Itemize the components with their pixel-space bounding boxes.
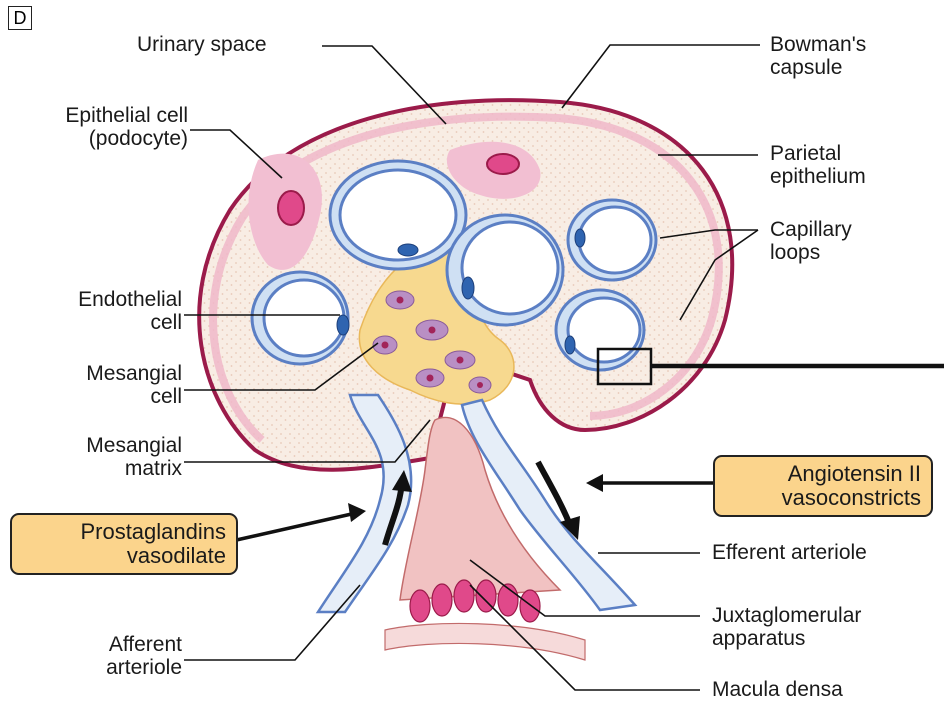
afferent-arteriole xyxy=(315,393,413,614)
leader-lines xyxy=(184,44,760,691)
label-mesangial-cell: Mesangial cell xyxy=(86,362,182,408)
efferent-arteriole xyxy=(460,398,638,612)
parietal-epithelium-layer xyxy=(209,112,723,443)
podocyte-nucleus-top xyxy=(486,153,520,175)
capillary-loops xyxy=(250,159,658,372)
label-efferent-arteriole: Efferent arteriole xyxy=(712,541,867,564)
juxtaglomerular-apparatus xyxy=(399,416,562,601)
podocyte-nucleus-left xyxy=(277,190,305,226)
prostaglandins-arrowhead xyxy=(348,503,366,522)
label-macula-densa: Macula densa xyxy=(712,678,843,701)
prostaglandins-arrow xyxy=(231,511,357,543)
label-endothelial-cell: Endothelial cell xyxy=(78,288,182,334)
mesangial-nuclei xyxy=(381,296,483,388)
callout-angiotensin: Angiotensin II vasoconstricts xyxy=(713,455,933,517)
efferent-flow-arrowhead xyxy=(560,516,580,540)
endothelial-nuclei xyxy=(336,228,586,355)
efferent-flow-arrow xyxy=(535,460,573,527)
label-mesangial-matrix: Mesangial matrix xyxy=(86,434,182,480)
distal-tubule xyxy=(384,622,586,661)
label-urinary-space: Urinary space xyxy=(137,33,267,56)
label-juxtaglomerular-apparatus: Juxtaglomerular apparatus xyxy=(712,604,862,650)
label-parietal-epithelium: Parietal epithelium xyxy=(770,142,866,188)
panel-letter: D xyxy=(8,6,32,30)
afferent-flow-arrowhead xyxy=(392,470,412,492)
angiotensin-arrowhead xyxy=(586,474,603,492)
label-afferent-arteriole: Afferent arteriole xyxy=(106,633,182,679)
callout-prostaglandins: Prostaglandins vasodilate xyxy=(10,513,238,575)
label-capillary-loops: Capillary loops xyxy=(770,218,852,264)
label-epithelial-cell: Epithelial cell (podocyte) xyxy=(65,104,188,150)
label-bowmans-capsule: Bowman's capsule xyxy=(770,33,867,79)
